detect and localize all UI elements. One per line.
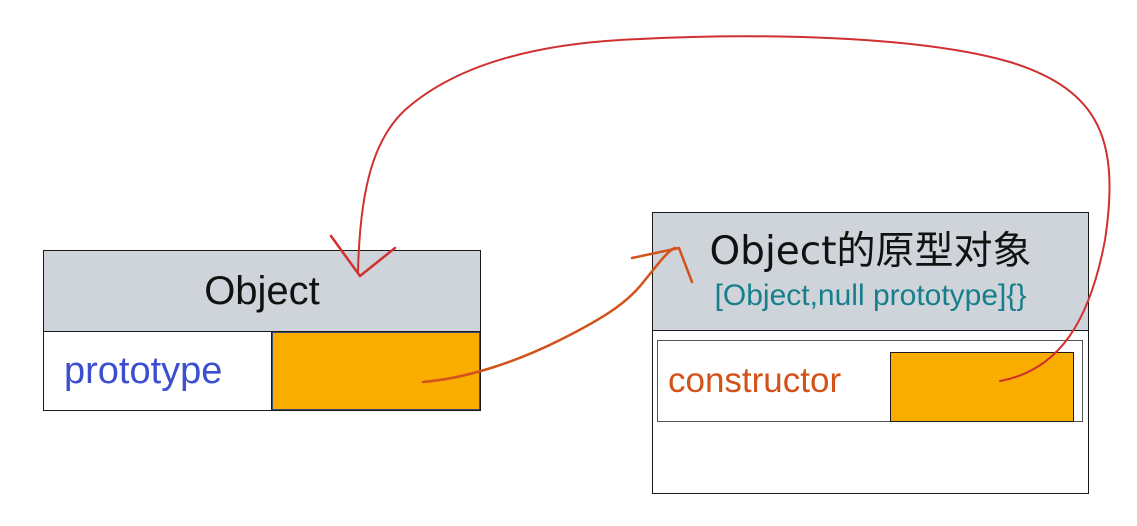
prototype-slot (272, 332, 480, 410)
constructor-row: constructor (657, 340, 1083, 422)
prototype-object-header: Object的原型对象 [Object,null prototype]{} (653, 213, 1088, 331)
prototype-object-box: Object的原型对象 [Object,null prototype]{} co… (652, 212, 1089, 494)
prototype-label: prototype (44, 332, 272, 410)
object-title: Object (44, 251, 480, 332)
constructor-slot (890, 352, 1074, 422)
prototype-object-subtitle: [Object,null prototype]{} (714, 278, 1027, 312)
object-box: Object prototype (43, 250, 481, 411)
prototype-object-title: Object的原型对象 (709, 228, 1032, 274)
constructor-label: constructor (668, 360, 842, 400)
object-prototype-row: prototype (44, 332, 480, 410)
